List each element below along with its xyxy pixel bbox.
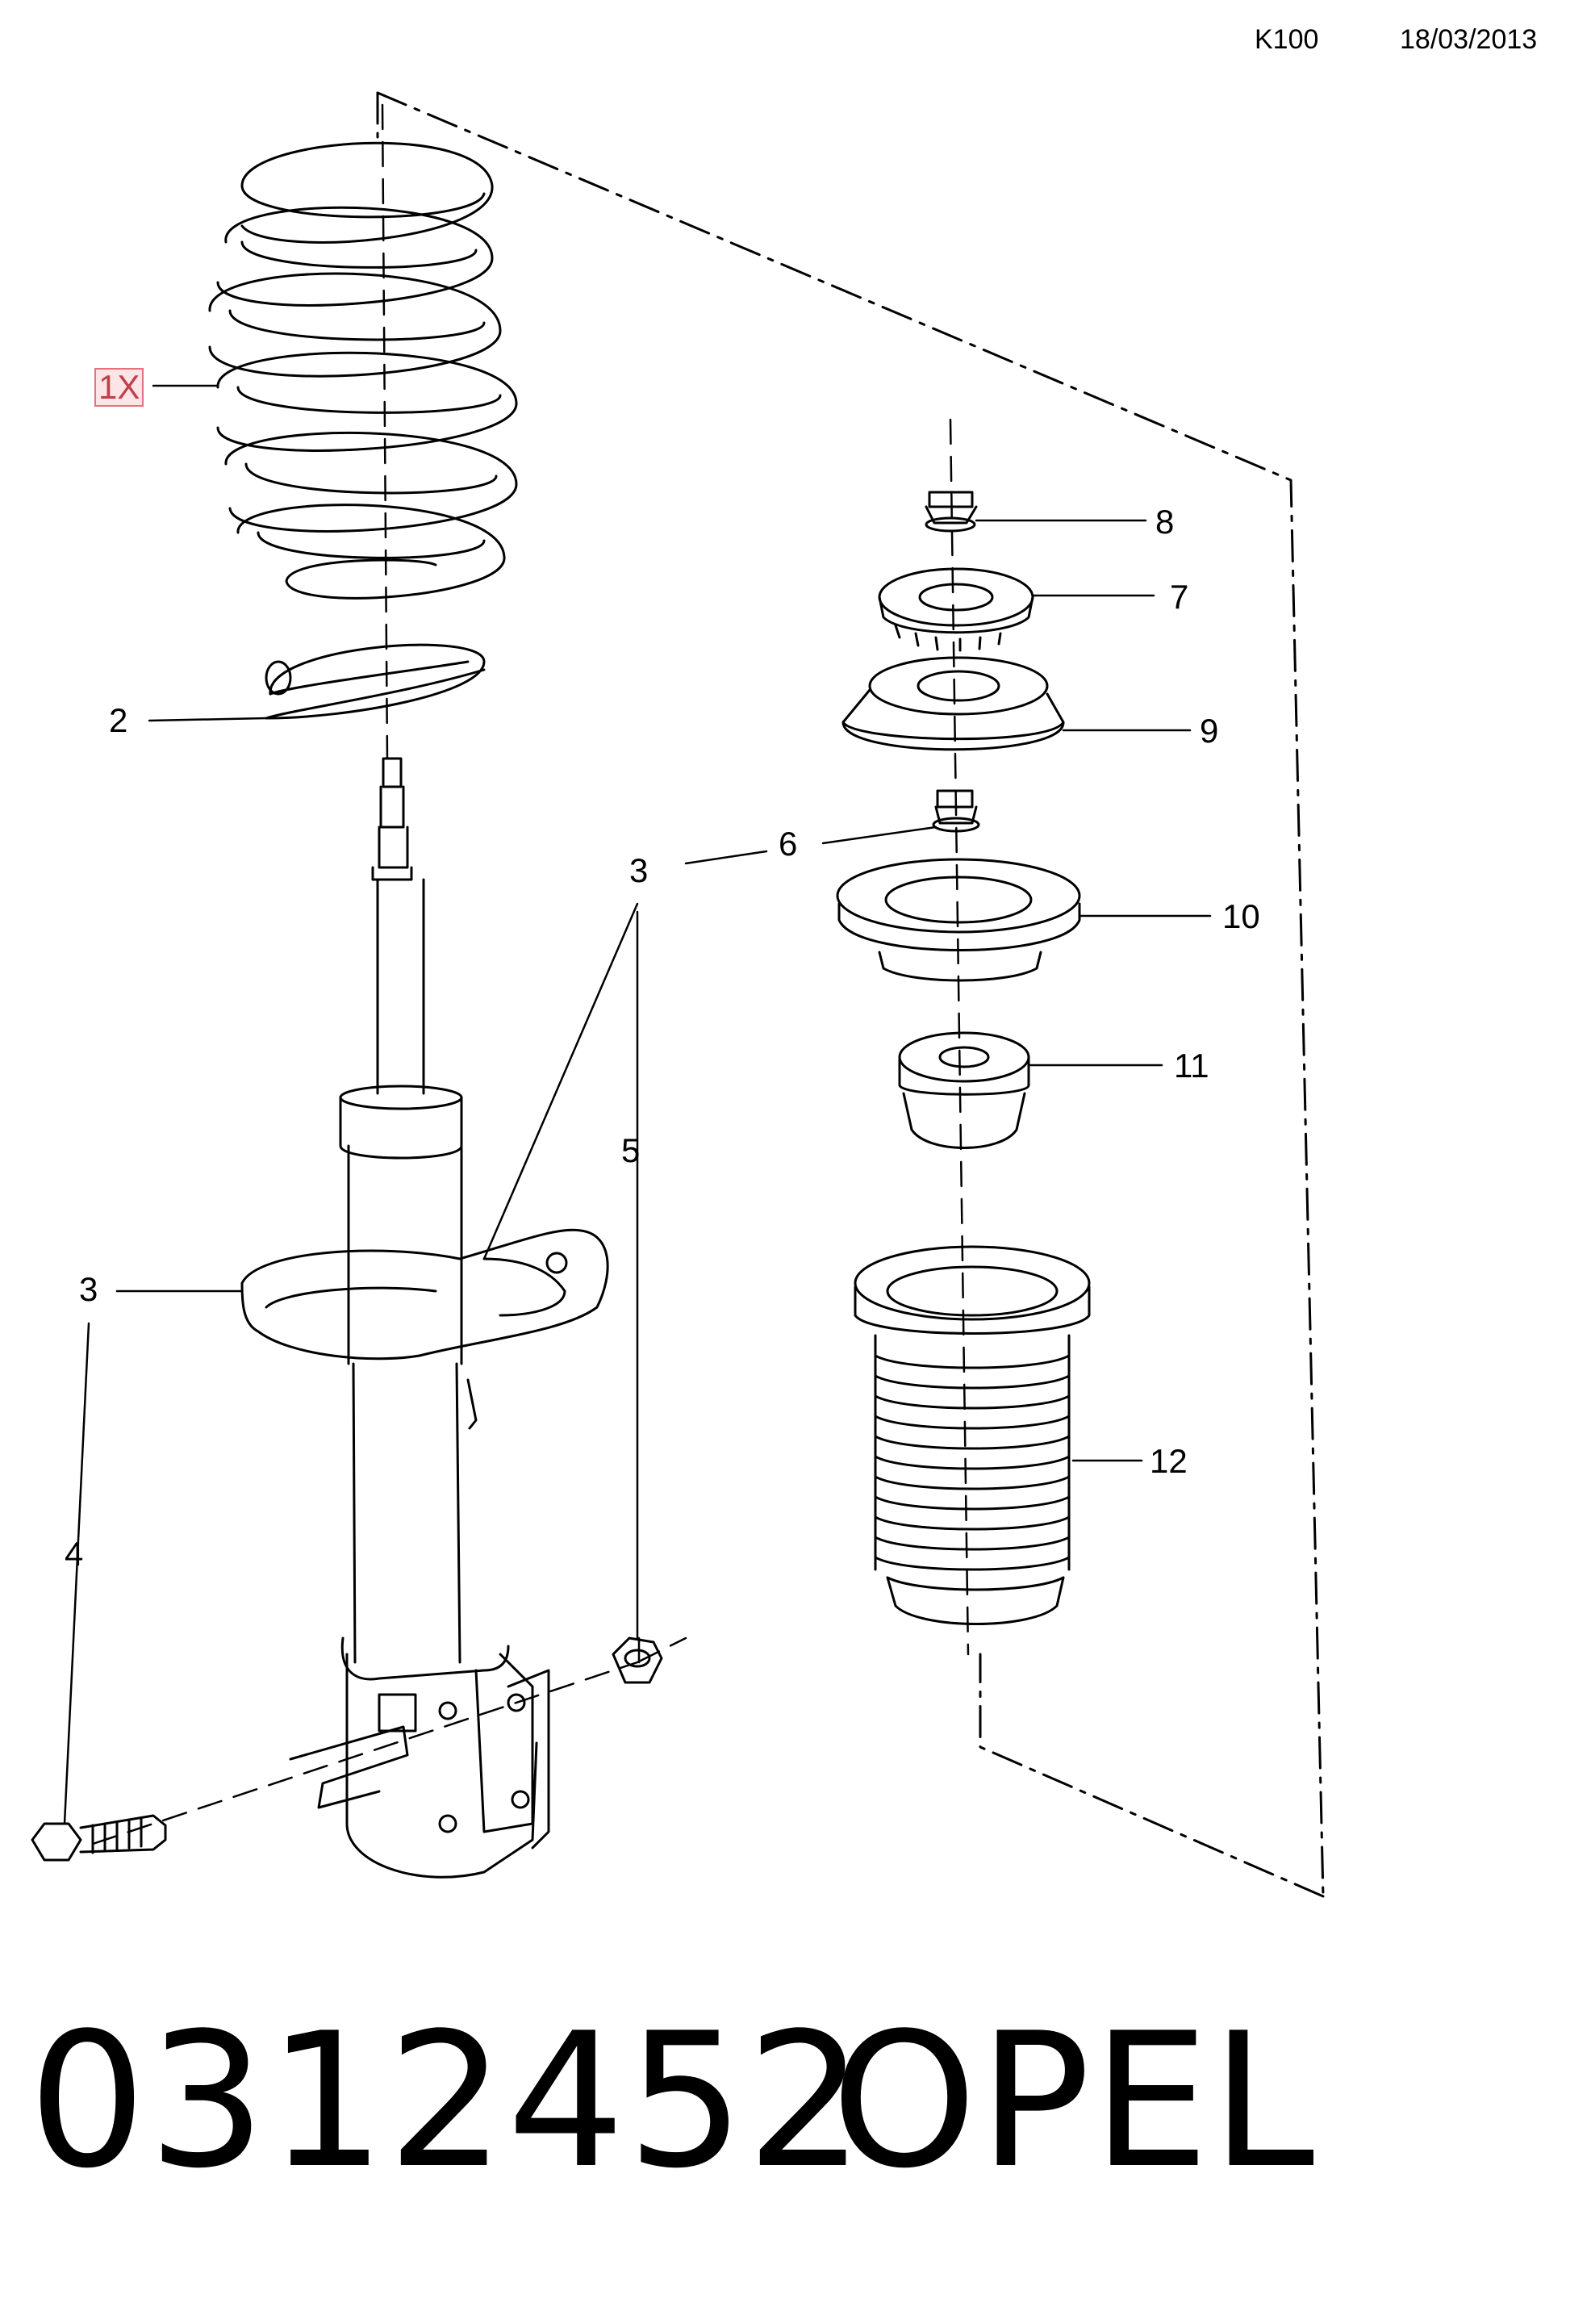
callout-6: 6 bbox=[779, 825, 798, 863]
strut bbox=[240, 757, 609, 1879]
callout-1x: 1X bbox=[94, 368, 144, 407]
nut-8 bbox=[925, 491, 978, 533]
callout-9: 9 bbox=[1200, 712, 1219, 750]
part-number: 0312452 bbox=[28, 1994, 866, 2209]
leader-lines bbox=[63, 384, 1212, 1825]
spring-seat bbox=[265, 643, 486, 720]
bump-stop-11 bbox=[898, 1031, 1030, 1149]
callout-8: 8 bbox=[1155, 503, 1175, 541]
assembly-boundary bbox=[376, 91, 1325, 1898]
drawing-date: 18/03/2013 bbox=[1400, 24, 1538, 55]
dust-boot-12 bbox=[854, 1245, 1091, 1625]
bolt bbox=[31, 1814, 167, 1862]
callout-7: 7 bbox=[1170, 578, 1189, 616]
callout-11: 11 bbox=[1174, 1047, 1209, 1085]
callout-3-lower: 3 bbox=[79, 1270, 98, 1308]
callout-5: 5 bbox=[621, 1131, 641, 1169]
axis-lines bbox=[91, 103, 970, 1845]
callout-12: 12 bbox=[1150, 1442, 1188, 1480]
callout-10: 10 bbox=[1222, 897, 1260, 935]
top-washer-7 bbox=[878, 567, 1034, 652]
coil-spring bbox=[208, 141, 518, 600]
brand-name: OPEL bbox=[831, 1994, 1317, 2209]
callout-3-upper: 3 bbox=[629, 851, 649, 889]
drawing-code: K100 bbox=[1255, 24, 1319, 55]
top-mount-9 bbox=[841, 656, 1065, 751]
strut-bearing-10 bbox=[836, 858, 1081, 982]
callout-2: 2 bbox=[109, 701, 128, 739]
nut-5 bbox=[612, 1636, 663, 1684]
nut-6 bbox=[932, 789, 980, 833]
callout-4: 4 bbox=[65, 1535, 84, 1573]
